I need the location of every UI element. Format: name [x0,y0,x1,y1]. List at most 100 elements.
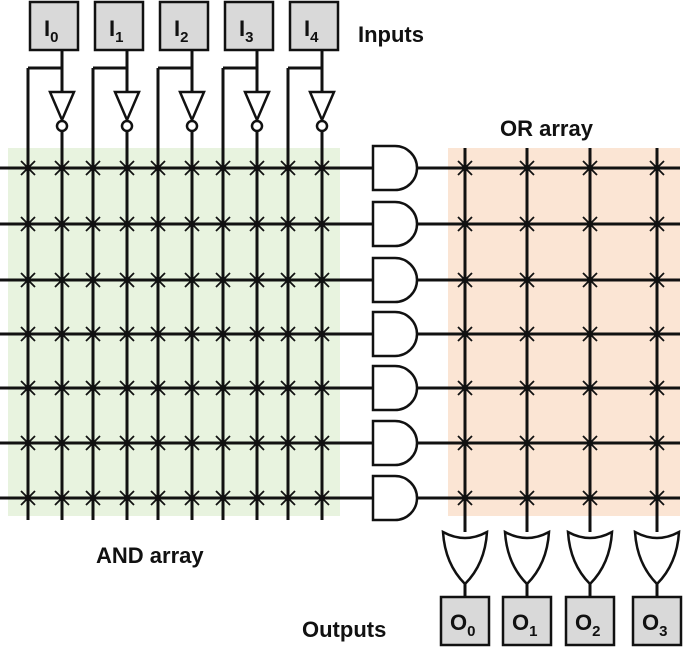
cross-mark [457,160,473,176]
cross-mark [184,380,200,396]
cross-mark [119,272,135,288]
cross-mark [582,216,598,232]
cross-mark [249,272,265,288]
and-gate [371,200,419,248]
input-box [93,0,145,52]
cross-mark [457,216,473,232]
inverter-bubble [250,119,264,133]
cross-mark [119,216,135,232]
cross-mark [215,216,231,232]
inverter-bubble [185,119,199,133]
or-array-region [448,148,680,516]
input-box [223,0,275,52]
cross-mark [249,160,265,176]
cross-mark [249,435,265,451]
cross-mark [519,380,535,396]
output-box [631,595,683,647]
cross-mark [184,490,200,506]
cross-mark [20,435,36,451]
inverter [243,90,271,124]
cross-mark [280,326,296,342]
cross-mark [54,326,70,342]
cross-mark [582,490,598,506]
cross-mark [582,272,598,288]
cross-mark [20,216,36,232]
output-box-label: O3 [642,610,667,640]
cross-mark [184,272,200,288]
cross-mark [280,160,296,176]
cross-mark [314,326,330,342]
cross-mark [184,160,200,176]
or-gate [566,529,614,586]
input-box [28,0,80,52]
output-box-label: O2 [575,610,600,640]
cross-mark [119,380,135,396]
cross-mark [85,435,101,451]
cross-mark [20,326,36,342]
input-box-label: I2 [174,16,188,46]
inputs-label: Inputs [358,22,424,47]
cross-mark [150,160,166,176]
cross-mark [519,272,535,288]
and-gate [371,310,419,358]
and-gate [371,474,419,522]
cross-mark [54,380,70,396]
cross-mark [150,435,166,451]
or-gate [441,529,489,586]
cross-mark [54,435,70,451]
and-gate [371,419,419,467]
cross-mark [280,435,296,451]
cross-mark [215,326,231,342]
cross-marks-layer [20,160,665,506]
cross-mark [150,490,166,506]
cross-mark [457,326,473,342]
cross-mark [20,490,36,506]
and-gate [371,364,419,412]
or-gate [633,529,681,586]
cross-mark [54,490,70,506]
cross-mark [649,490,665,506]
cross-mark [150,380,166,396]
gates-layer [48,90,681,586]
cross-mark [314,216,330,232]
cross-mark [215,380,231,396]
cross-mark [184,326,200,342]
cross-mark [215,435,231,451]
input-box-label: I1 [109,16,123,46]
and-array-label: AND array [96,543,204,568]
cross-mark [314,490,330,506]
cross-mark [649,160,665,176]
cross-mark [215,272,231,288]
output-box [501,595,553,647]
input-box [288,0,340,52]
cross-mark [119,160,135,176]
cross-mark [85,272,101,288]
cross-mark [582,435,598,451]
cross-mark [582,380,598,396]
input-box-label: I4 [304,16,319,46]
cross-mark [519,326,535,342]
input-box-label: I3 [239,16,253,46]
output-box [564,595,616,647]
cross-mark [20,380,36,396]
cross-mark [20,272,36,288]
cross-mark [314,380,330,396]
cross-mark [150,272,166,288]
cross-mark [519,160,535,176]
cross-mark [457,435,473,451]
cross-mark [457,380,473,396]
inverter-bubble [315,119,329,133]
wires-layer [0,50,680,597]
cross-mark [582,160,598,176]
cross-mark [280,216,296,232]
inverter [48,90,76,124]
cross-mark [85,490,101,506]
output-box-label: O0 [450,610,475,640]
cross-mark [85,160,101,176]
output-box-label: O1 [512,610,537,640]
inverter-bubble [55,119,69,133]
cross-mark [249,490,265,506]
cross-mark [119,326,135,342]
